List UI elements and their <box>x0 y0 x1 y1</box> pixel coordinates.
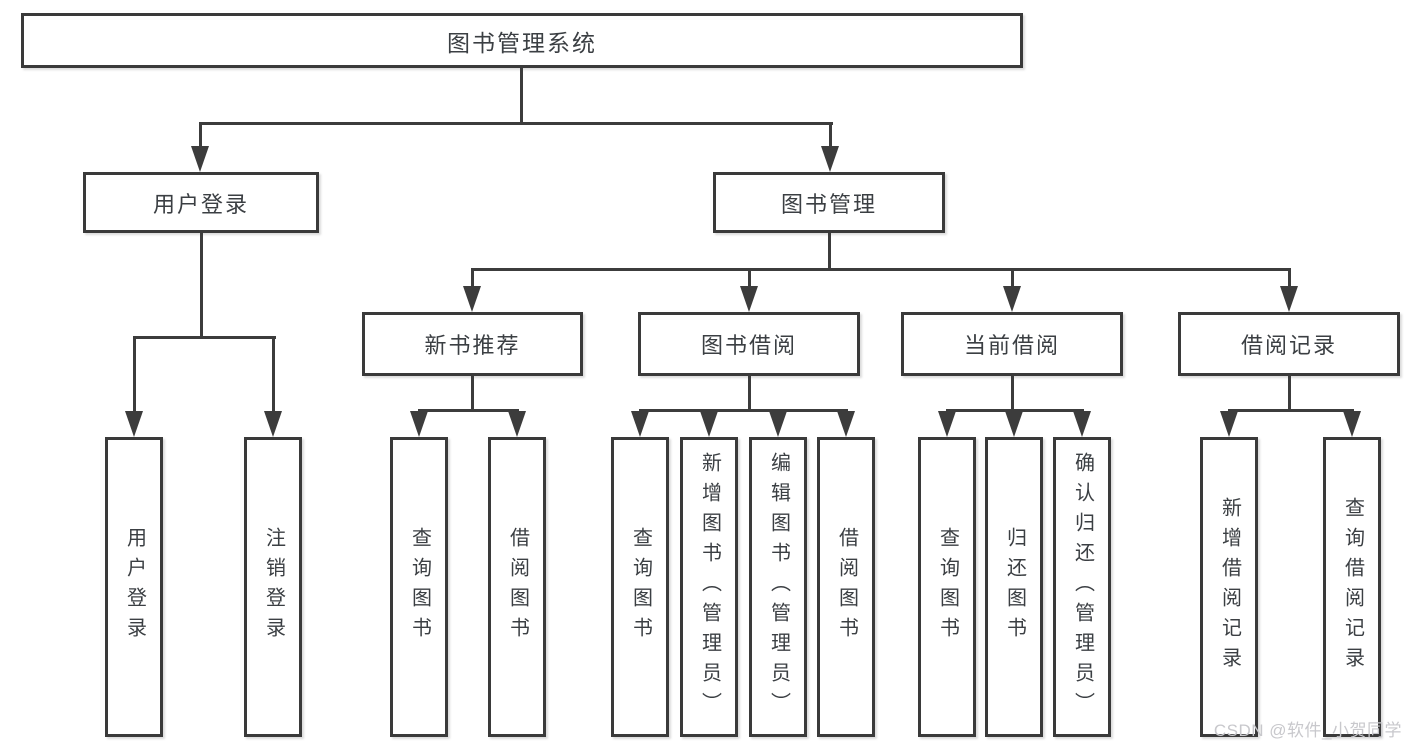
node-new-book-recommend-label: 新书推荐 <box>424 333 521 358</box>
node-root-label: 图书管理系统 <box>447 29 597 56</box>
leaf-query-book-2-label: 查询图书 <box>629 527 652 647</box>
node-user-login: 用户登录 <box>83 172 319 233</box>
connector-line <box>748 376 751 410</box>
connector-line <box>639 409 848 412</box>
leaf-logout-label: 注销登录 <box>262 527 285 647</box>
connector-line <box>829 122 832 150</box>
node-book-borrow: 图书借阅 <box>638 312 860 376</box>
leaf-return-book-label: 归还图书 <box>1003 527 1026 647</box>
connector-line <box>418 409 519 412</box>
leaf-edit-book-admin: 编辑图书（管理员） <box>749 437 807 737</box>
arrowhead <box>837 411 855 437</box>
connector-line <box>199 122 833 125</box>
arrowhead <box>1005 411 1023 437</box>
arrowhead <box>938 411 956 437</box>
connector-line <box>200 233 203 337</box>
connector-line <box>199 122 202 150</box>
arrowhead <box>1073 411 1091 437</box>
arrowhead <box>508 411 526 437</box>
arrowhead <box>125 411 143 437</box>
node-root: 图书管理系统 <box>21 13 1023 68</box>
arrowhead <box>1280 286 1298 312</box>
connector-line <box>1288 376 1291 410</box>
connector-line <box>1011 268 1014 290</box>
node-book-manage-label: 图书管理 <box>780 191 877 217</box>
leaf-query-borrow-record-label: 查询借阅记录 <box>1341 497 1364 677</box>
node-user-login-label: 用户登录 <box>152 191 249 217</box>
leaf-query-book-2: 查询图书 <box>611 437 669 737</box>
leaf-query-borrow-record: 查询借阅记录 <box>1323 437 1381 737</box>
leaf-user-login: 用户登录 <box>105 437 163 737</box>
leaf-borrow-book-2-label: 借阅图书 <box>835 527 858 647</box>
connector-line <box>1228 409 1354 412</box>
connector-line <box>520 68 523 124</box>
node-borrow-record-label: 借阅记录 <box>1240 333 1337 358</box>
leaf-add-book-admin: 新增图书（管理员） <box>680 437 738 737</box>
arrowhead <box>700 411 718 437</box>
leaf-query-book-1-label: 查询图书 <box>408 527 431 647</box>
leaf-confirm-return-admin-label: 确认归还（管理员） <box>1071 452 1094 722</box>
node-current-borrow-label: 当前借阅 <box>963 333 1060 358</box>
leaf-add-borrow-record-label: 新增借阅记录 <box>1218 497 1241 677</box>
leaf-borrow-book-2: 借阅图书 <box>817 437 875 737</box>
node-book-borrow-label: 图书借阅 <box>700 333 797 358</box>
leaf-query-book-1: 查询图书 <box>390 437 448 737</box>
leaf-return-book: 归还图书 <box>985 437 1043 737</box>
connector-line <box>133 336 136 414</box>
connector-line <box>272 336 275 414</box>
arrowhead <box>1220 411 1238 437</box>
csdn-watermark: CSDN @软件_小贺同学 <box>1213 721 1402 740</box>
leaf-add-borrow-record: 新增借阅记录 <box>1200 437 1258 737</box>
node-borrow-record: 借阅记录 <box>1178 312 1400 376</box>
node-book-manage: 图书管理 <box>713 172 945 233</box>
arrowhead <box>463 286 481 312</box>
arrowhead <box>191 146 209 172</box>
leaf-query-book-3-label: 查询图书 <box>936 527 959 647</box>
arrowhead <box>769 411 787 437</box>
leaf-logout: 注销登录 <box>244 437 302 737</box>
leaf-user-login-label: 用户登录 <box>123 527 146 647</box>
arrowhead <box>1343 411 1361 437</box>
arrowhead <box>1003 286 1021 312</box>
connector-line <box>1011 376 1014 410</box>
connector-line <box>828 233 831 270</box>
arrowhead <box>821 146 839 172</box>
connector-line <box>471 376 474 410</box>
leaf-borrow-book-1-label: 借阅图书 <box>506 527 529 647</box>
connector-line <box>133 336 276 339</box>
leaf-confirm-return-admin: 确认归还（管理员） <box>1053 437 1111 737</box>
connector-line <box>471 268 1291 271</box>
leaf-add-book-admin-label: 新增图书（管理员） <box>698 452 721 722</box>
leaf-borrow-book-1: 借阅图书 <box>488 437 546 737</box>
arrowhead <box>631 411 649 437</box>
leaf-edit-book-admin-label: 编辑图书（管理员） <box>767 452 790 722</box>
connector-line <box>748 268 751 290</box>
node-current-borrow: 当前借阅 <box>901 312 1123 376</box>
connector-line <box>471 268 474 290</box>
connector-line <box>1288 268 1291 290</box>
node-new-book-recommend: 新书推荐 <box>362 312 583 376</box>
arrowhead <box>740 286 758 312</box>
arrowhead <box>264 411 282 437</box>
arrowhead <box>410 411 428 437</box>
leaf-query-book-3: 查询图书 <box>918 437 976 737</box>
